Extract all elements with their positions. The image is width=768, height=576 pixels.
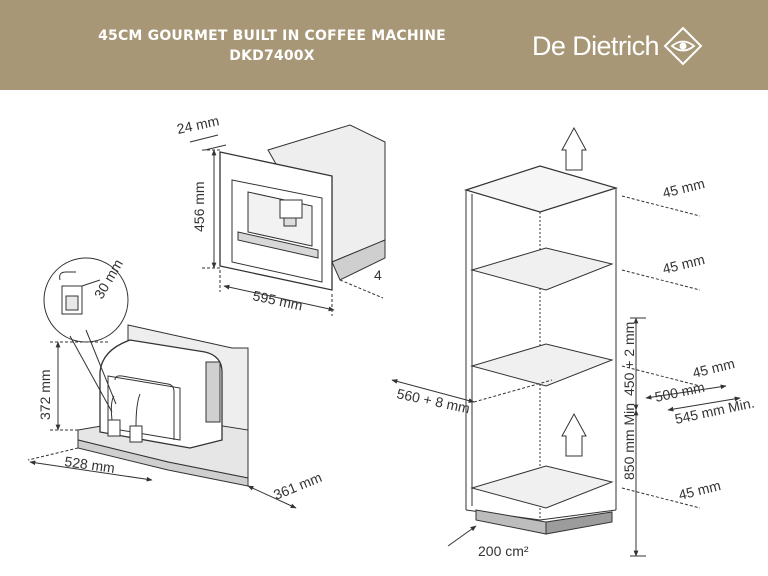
- shelf-gap-label: 45 mm: [661, 251, 706, 277]
- tall-cabinet: [391, 126, 741, 557]
- vent-area-label: 200 cm²: [478, 543, 529, 559]
- front-view: [189, 124, 386, 316]
- side-depth-label: 361 mm: [271, 469, 324, 503]
- product-title: 45CM GOURMET BUILT IN COFFEE MACHINE DKD…: [62, 26, 482, 66]
- title-line-2: DKD7400X: [229, 48, 315, 64]
- shelf-depth-label: 500 mm: [653, 379, 706, 405]
- front-width-label: 595 mm: [251, 287, 304, 313]
- side-view: [27, 324, 297, 509]
- installation-diagram: 24 mm 456 mm 595 mm 4: [27, 112, 756, 559]
- cabinet-depth-label: 545 mm Min.: [673, 394, 755, 426]
- side-height-label: 372 mm: [37, 369, 53, 420]
- bottom-gap-label: 45 mm: [677, 477, 722, 503]
- mid-gap-label: 45 mm: [691, 355, 736, 381]
- brand-name: De Dietrich: [532, 30, 660, 61]
- header-banner: 45CM GOURMET BUILT IN COFFEE MACHINE DKD…: [0, 0, 768, 90]
- front-partial-label: 4: [374, 267, 382, 283]
- front-depth-label: 24 mm: [175, 112, 220, 137]
- niche-total-label: 850 mm Min: [621, 403, 637, 480]
- brand-logo: De Dietrich: [532, 26, 703, 66]
- diamond-logo-icon: [663, 26, 703, 66]
- niche-opening-label: 450 + 2 mm: [621, 322, 637, 396]
- front-height-label: 456 mm: [191, 181, 207, 232]
- pipe-detail-callout: [43, 257, 129, 413]
- niche-depth-label: 560 + 8 mm: [395, 385, 471, 416]
- top-gap-label: 45 mm: [661, 175, 706, 201]
- title-line-1: 45CM GOURMET BUILT IN COFFEE MACHINE: [98, 28, 446, 44]
- side-width-label: 528 mm: [64, 453, 116, 476]
